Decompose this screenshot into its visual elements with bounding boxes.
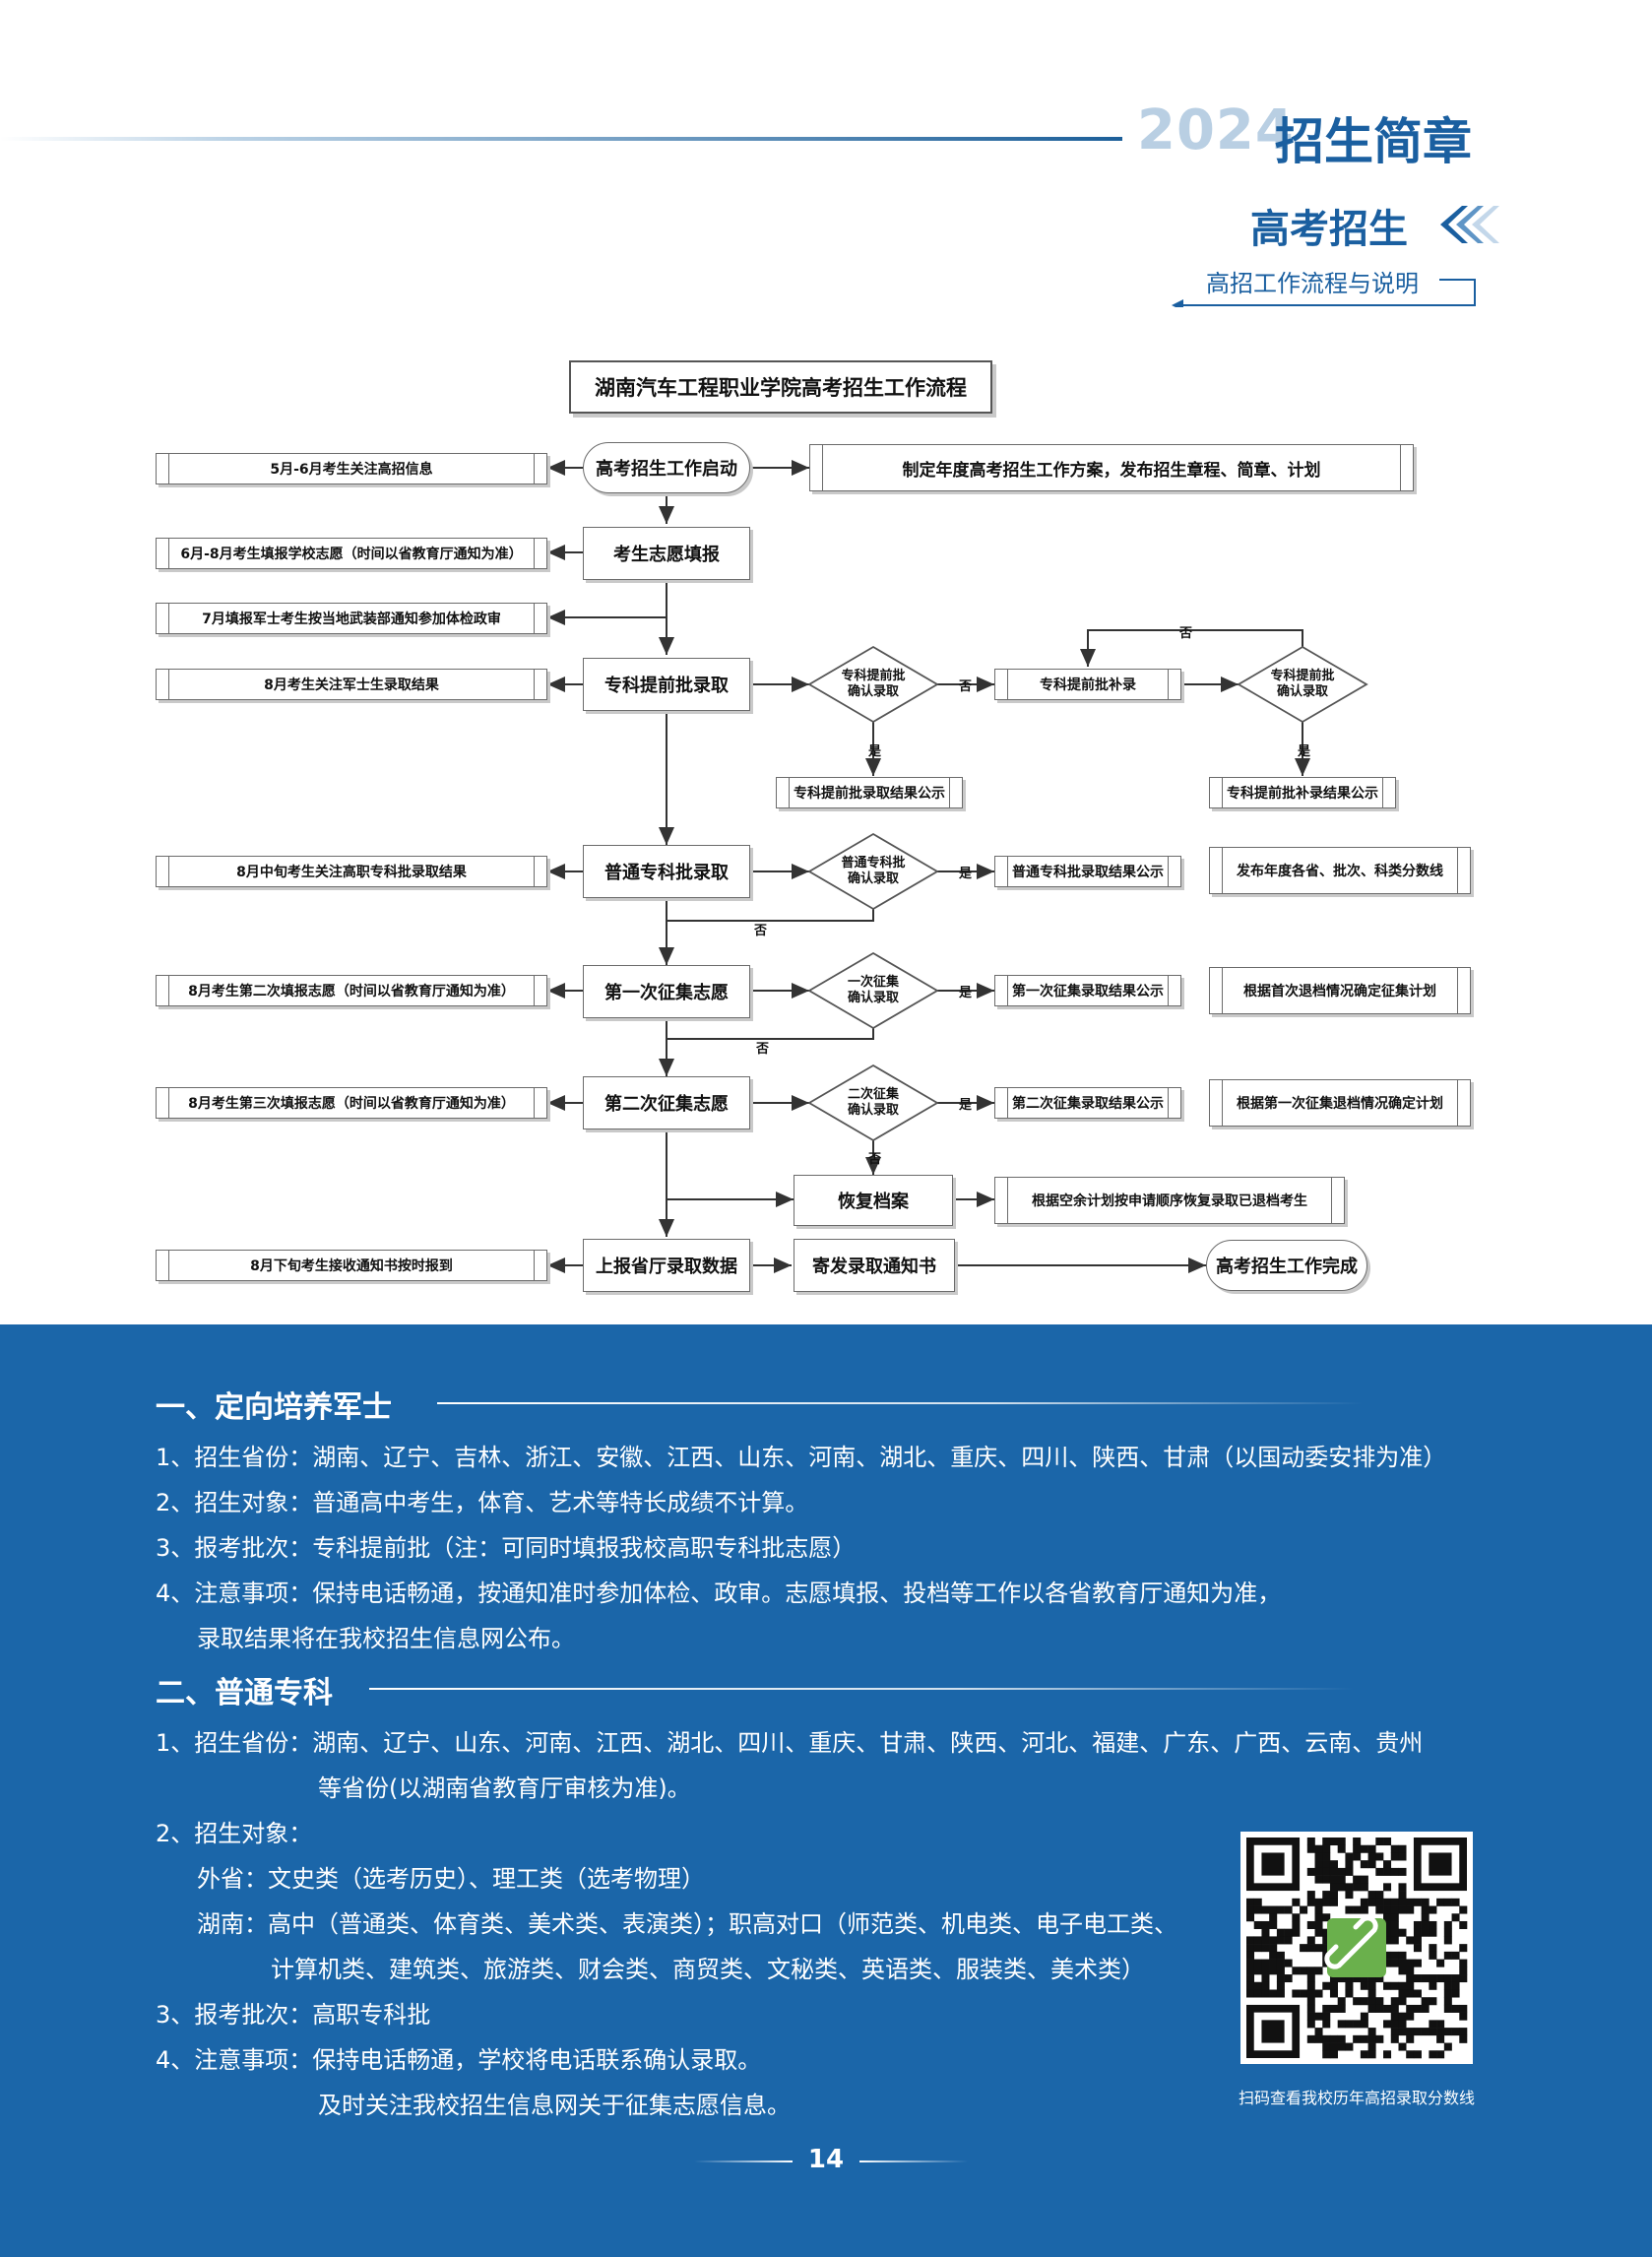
diamond-first-check: 一次征集 确认录取 [847, 975, 899, 1005]
header-title: 招生简章 [1275, 112, 1472, 170]
flow-send: 寄发录取通知书 [794, 1239, 955, 1292]
section-title: 高考招生 [1250, 207, 1408, 252]
flowchart: 湖南汽车工程职业学院高考招生工作流程 高考招生工作启动 制定年度高考招生工作方案… [156, 360, 1471, 1292]
flow-first-plan: 根据首次退档情况确定征集计划 [1209, 967, 1471, 1014]
sec2-line9: 及时关注我校招生信息网关于征集志愿信息。 [318, 2092, 791, 2119]
link-icon [1324, 1915, 1378, 1969]
flow-start: 高考招生工作启动 [583, 442, 750, 493]
flow-second-result: 第二次征集录取结果公示 [994, 1087, 1181, 1119]
flow-early-result: 专科提前批录取结果公示 [776, 777, 963, 808]
flow-second-plan: 根据第一次征集退档情况确定计划 [1209, 1079, 1471, 1127]
sec1-line4: 4、注意事项：保持电话畅通，按通知准时参加体检、政审。志愿填报、投档等工作以各省… [156, 1580, 1282, 1607]
flow-second: 第二次征集志愿 [583, 1076, 750, 1129]
flow-normal: 普通专科批录取 [583, 845, 750, 898]
subsection-frame [1172, 279, 1476, 307]
label-no-normal: 否 [754, 924, 768, 938]
sec2-line6: 计算机类、建筑类、旅游类、财会类、商贸类、文秘类、英语类、服装类、美术类） [271, 1956, 1145, 1983]
left-note-2: 6月-8月考生填报学校志愿（时间以省教育厅通知为准） [156, 538, 547, 569]
diamond-early-check2: 专科提前批 确认录取 [1270, 669, 1335, 699]
sec2-line8: 4、注意事项：保持电话畅通，学校将电话联系确认录取。 [156, 2046, 762, 2074]
left-note-3: 7月填报军士考生按当地武装部通知参加体检政审 [156, 603, 547, 634]
diamond-normal-check: 普通专科批 确认录取 [841, 856, 906, 886]
flow-early: 专科提前批录取 [583, 658, 750, 711]
flowchart-connectors [547, 460, 1368, 1273]
sec2-line1: 1、招生省份：湖南、辽宁、山东、河南、江西、湖北、四川、重庆、甘肃、陕西、河北、… [156, 1729, 1424, 1757]
flow-normal-pub: 发布年度各省、批次、科类分数线 [1209, 847, 1471, 894]
label-yes-early2: 是 [1298, 744, 1311, 759]
header-year: 2024 [1137, 98, 1295, 162]
label-no-early: 否 [959, 679, 973, 694]
flow-done: 高考招生工作完成 [1206, 1240, 1367, 1291]
qr-code[interactable] [1240, 1832, 1473, 2064]
flow-fill: 考生志愿填报 [583, 527, 750, 580]
flow-early-supp-result: 专科提前批补录结果公示 [1209, 777, 1396, 808]
label-no-early2: 否 [1179, 626, 1193, 641]
label-yes-early: 是 [868, 744, 882, 759]
sec1-line2: 2、招生对象：普通高中考生，体育、艺术等特长成绩不计算。 [156, 1489, 809, 1516]
flow-plan: 制定年度高考招生工作方案，发布招生章程、简章、计划 [809, 444, 1414, 491]
flow-first: 第一次征集志愿 [583, 965, 750, 1018]
flow-early-supp: 专科提前批补录 [994, 669, 1181, 700]
flow-report: 上报省厅录取数据 [583, 1239, 750, 1292]
flow-first-result: 第一次征集录取结果公示 [994, 975, 1181, 1006]
left-note-1: 5月-6月考生关注高招信息 [156, 453, 547, 484]
sec1-line5: 录取结果将在我校招生信息网公布。 [197, 1625, 575, 1652]
sec2-line2: 等省份(以湖南省教育厅审核为准)。 [318, 1774, 691, 1802]
sec2-line7: 3、报考批次：高职专科批 [156, 2001, 431, 2029]
diamond-second-check: 二次征集 确认录取 [847, 1087, 899, 1118]
sec1-line3: 3、报考批次：专科提前批（注：可同时填报我校高职专科批志愿） [156, 1534, 857, 1562]
sec1-line1: 1、招生省份：湖南、辽宁、吉林、浙江、安徽、江西、山东、河南、湖北、重庆、四川、… [156, 1444, 1447, 1471]
flowchart-title: 湖南汽车工程职业学院高考招生工作流程 [569, 360, 992, 414]
chevron-left-icon [1440, 206, 1499, 243]
sec1-rule [437, 1402, 1363, 1404]
label-no-first: 否 [756, 1042, 770, 1057]
info-panel [0, 1324, 1652, 2257]
page-number: 14 [807, 2145, 845, 2174]
sec2-line3: 2、招生对象： [156, 1820, 313, 1847]
page-rule-left [694, 2160, 793, 2162]
sec1-title: 一、定向培养军士 [156, 1390, 392, 1425]
diamond-early-check: 专科提前批 确认录取 [841, 669, 906, 699]
left-note-4: 8月考生关注军士生录取结果 [156, 669, 547, 700]
label-yes-second: 是 [959, 1098, 973, 1113]
sec2-line4: 外省：文史类（选考历史）、理工类（选考物理） [197, 1865, 705, 1893]
left-note-8: 8月下旬考生接收通知书按时报到 [156, 1250, 547, 1281]
sec2-title: 二、普通专科 [156, 1676, 333, 1710]
label-yes-normal: 是 [959, 867, 973, 881]
left-note-7: 8月考生第三次填报志愿（时间以省教育厅通知为准） [156, 1087, 547, 1119]
sec2-rule [369, 1688, 1354, 1690]
left-note-5: 8月中旬考生关注高职专科批录取结果 [156, 856, 547, 887]
flow-restore-note: 根据空余计划按申请顺序恢复录取已退档考生 [994, 1177, 1345, 1224]
label-no-second: 否 [868, 1152, 882, 1167]
qr-caption: 扫码查看我校历年高招录取分数线 [1238, 2089, 1475, 2107]
sec2-line5: 湖南：高中（普通类、体育类、美术类、表演类）；职高对口（师范类、机电类、电子电工… [197, 1910, 1177, 1938]
left-note-6: 8月考生第二次填报志愿（时间以省教育厅通知为准） [156, 975, 547, 1006]
page-rule-right [859, 2160, 968, 2162]
label-yes-first: 是 [959, 986, 973, 1000]
header-rule [0, 137, 1122, 141]
flow-normal-result: 普通专科批录取结果公示 [994, 856, 1181, 887]
flow-restore: 恢复档案 [794, 1175, 953, 1226]
subsection-title: 高招工作流程与说明 [1206, 270, 1419, 297]
